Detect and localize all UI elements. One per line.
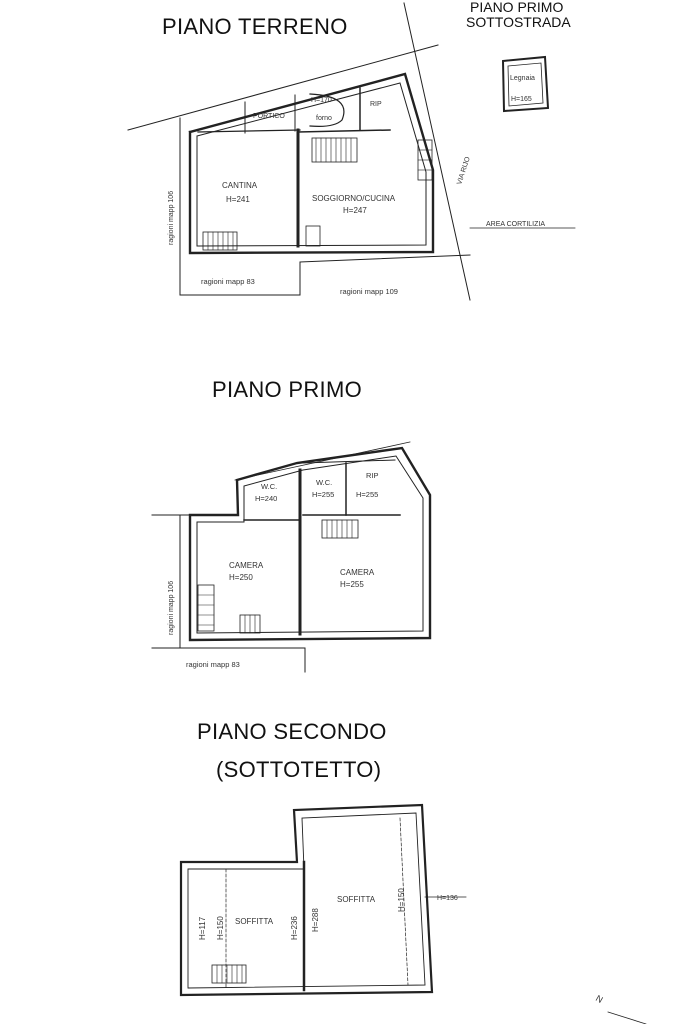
label-rip-first-height: H=255 — [356, 490, 378, 499]
heading-sottostrada-line-2: SOTTOSTRADA — [466, 14, 571, 30]
label-ragioni-106-first: ragioni mapp 106 — [168, 581, 175, 635]
label-ragioni-109: ragioni mapp 109 — [340, 287, 398, 296]
label-wc-1-height: H=240 — [255, 494, 277, 503]
label-h136: H=136 — [437, 895, 458, 902]
heading-piano-primo-sottostrada: PIANO PRIMO SOTTOSTRADA — [466, 0, 571, 30]
label-forno-height: H=170 — [311, 97, 332, 104]
label-soffitta-1: SOFFITTA — [235, 917, 274, 926]
heading-piano-primo: PIANO PRIMO — [212, 377, 362, 402]
underground-plan — [501, 55, 550, 113]
label-legnaia: Legnaia — [510, 75, 535, 82]
heading-piano-terreno: PIANO TERRENO — [162, 14, 348, 39]
label-soffitta-2: SOFFITTA — [337, 895, 376, 904]
label-forno: forno — [316, 115, 332, 122]
label-h117: H=117 — [198, 916, 207, 940]
ground-floor-plan — [127, 2, 576, 301]
label-h288: H=288 — [311, 908, 320, 932]
label-soggiorno-height: H=247 — [343, 206, 367, 215]
north-arrow — [607, 1011, 647, 1024]
label-h236: H=236 — [290, 916, 299, 940]
label-via-rijo: VIA RIJO — [456, 156, 472, 186]
second-floor-plan — [179, 803, 467, 997]
label-rip: RIP — [370, 101, 382, 108]
heading-sottotetto: (SOTTOTETTO) — [216, 757, 382, 782]
heading-piano-secondo: PIANO SECONDO — [197, 719, 387, 744]
label-legnaia-height: H=165 — [511, 96, 532, 103]
heading-sottostrada-line-1: PIANO PRIMO — [470, 0, 564, 15]
compass-north-label: N — [594, 993, 605, 1005]
label-wc-2-height: H=255 — [312, 490, 334, 499]
label-ragioni-106-ground: ragioni mapp 106 — [168, 191, 175, 245]
label-area-cortilizia: AREA CORTILIZIA — [486, 221, 545, 228]
label-camera-1: CAMERA — [229, 561, 264, 570]
label-h150-right: H=150 — [397, 888, 406, 912]
label-ragioni-83-first: ragioni mapp 83 — [186, 660, 240, 669]
label-cantina: CANTINA — [222, 181, 258, 190]
label-wc-2: W.C. — [316, 478, 332, 487]
label-soggiorno: SOGGIORNO/CUCINA — [312, 194, 396, 203]
label-cantina-height: H=241 — [226, 195, 250, 204]
label-rip-first: RIP — [366, 471, 379, 480]
label-wc-1: W.C. — [261, 482, 277, 491]
label-h150-left: H=150 — [216, 916, 225, 940]
label-camera-2-height: H=255 — [340, 580, 364, 589]
label-portico: PORTICO — [253, 113, 285, 120]
label-camera-2: CAMERA — [340, 568, 375, 577]
label-ragioni-83-ground: ragioni mapp 83 — [201, 277, 255, 286]
label-camera-1-height: H=250 — [229, 573, 253, 582]
first-floor-plan — [151, 441, 432, 673]
